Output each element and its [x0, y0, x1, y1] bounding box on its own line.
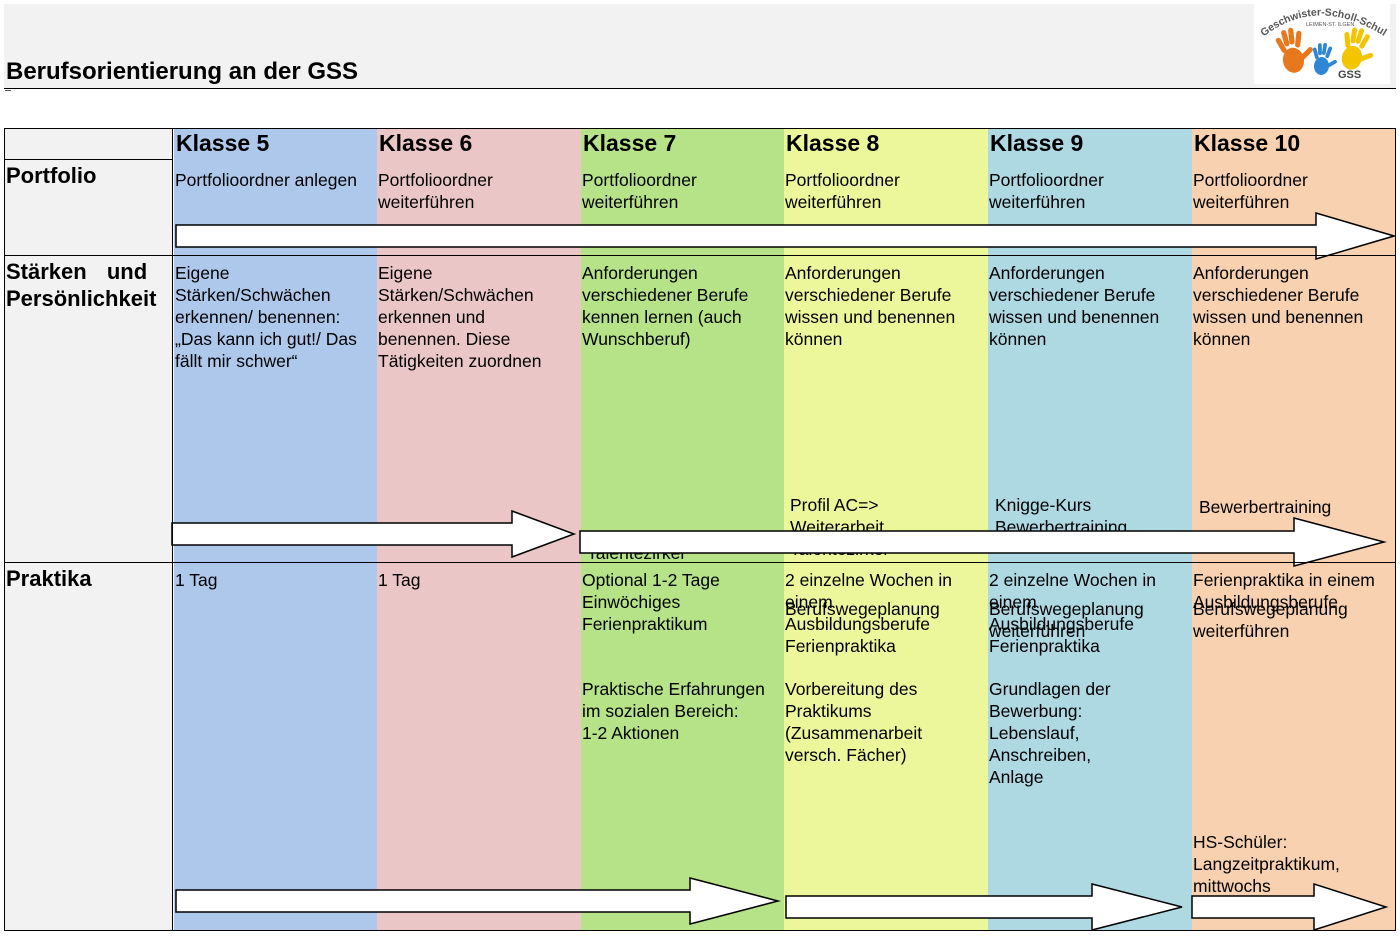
table-row-divider	[4, 930, 1396, 931]
praktika-arrow-10	[1191, 882, 1389, 931]
cell-portfolio-klasse-8: Portfolioordner weiterführen	[785, 170, 900, 212]
blue-hand-icon	[1312, 42, 1337, 75]
column-8-background	[784, 128, 988, 931]
row-label-staerken: Stärken und Persönlichkeit	[6, 259, 157, 311]
table-column-divider	[172, 128, 173, 931]
hand-yellow-finger-3	[1355, 28, 1365, 44]
row-label-portfolio: Portfolio	[6, 163, 97, 188]
hand-blue-finger-4	[1325, 46, 1333, 59]
cell-portfolio-klasse-9: Portfolioordner weiterführen	[989, 170, 1104, 212]
logo-short-text: GSS	[1338, 69, 1361, 81]
row-label-praktika: Praktika	[6, 566, 92, 591]
cell-staerken-klasse-9: Anforderungen verschiedener Berufe wisse…	[989, 263, 1160, 349]
cell-staerken-klasse-7: Anforderungen verschiedener Berufe kenne…	[582, 263, 749, 349]
hand-yellow-finger-1	[1344, 31, 1351, 48]
table-row-divider	[4, 562, 1396, 563]
cell-staerken-klasse-5: Eigene Stärken/Schwächen erkennen/ benen…	[175, 263, 357, 371]
column-header-klasse-10: Klasse 10	[1194, 130, 1301, 156]
hand-orange-finger-4	[1295, 30, 1302, 48]
cell-praktika-klasse-8-block-2: Vorbereitung des Praktikums (Zusammenarb…	[785, 679, 923, 765]
school-logo-graphic: Geschwister-Scholl-Schule LEIMEN-ST. ILG…	[1251, 0, 1389, 81]
hand-orange-finger-3	[1288, 27, 1295, 45]
career-orientation-table: Portfolio Stärken und Persönlichkeit Pra…	[4, 128, 1396, 931]
logo-arc-text: Geschwister-Scholl-Schule	[1254, 2, 1389, 39]
cell-staerken-klasse-6: Eigene Stärken/Schwächen erkennen und be…	[378, 263, 542, 371]
hand-orange-palm	[1282, 47, 1305, 73]
portfolio-arrow	[175, 211, 1396, 261]
cell-praktika-klasse-5: 1 Tag	[175, 570, 218, 590]
cell-praktika-klasse-9-block-2: Grundlagen der Bewerbung: Lebenslauf, An…	[989, 679, 1111, 787]
hand-yellow-palm	[1341, 45, 1363, 70]
table-row-divider	[4, 128, 1396, 129]
column-7-background	[581, 128, 784, 931]
column-header-klasse-6: Klasse 6	[379, 130, 473, 156]
hand-orange-finger-2	[1281, 30, 1290, 47]
cell-praktika-klasse-7-block-2: Praktische Erfahrungen im sozialen Berei…	[582, 679, 765, 743]
cell-portfolio-klasse-7: Portfolioordner weiterführen	[582, 170, 697, 212]
header-band	[4, 4, 1396, 88]
yellow-hand-icon	[1341, 27, 1374, 70]
cell-praktika-klasse-10-block-2: HS-Schüler: Langzeitpraktikum, mittwochs	[1193, 832, 1340, 896]
table-column-divider	[1395, 128, 1396, 931]
logo-sub-text: LEIMEN-ST. ILGEN	[1306, 22, 1354, 28]
cell-staerken-klasse-10: Anforderungen verschiedener Berufe wisse…	[1193, 263, 1364, 349]
cell-praktika-klasse-8: 2 einzelne Wochen in einem Ausbildungsbe…	[785, 570, 953, 656]
cell-staerken-klasse-8-block-3: Berufswegeplanung	[785, 599, 940, 619]
hand-yellow-finger-4	[1359, 34, 1370, 49]
hand-yellow-finger-2	[1350, 27, 1358, 44]
hand-blue-finger-1	[1312, 47, 1319, 60]
orange-hand-icon	[1275, 27, 1313, 73]
hand-orange-finger-5	[1299, 47, 1313, 61]
hand-blue-finger-3	[1321, 42, 1327, 55]
page-title: Berufsorientierung an der GSS	[6, 58, 359, 85]
hand-orange-finger-1	[1275, 37, 1287, 53]
column-header-klasse-7: Klasse 7	[583, 130, 677, 156]
column-header-klasse-9: Klasse 9	[990, 130, 1084, 156]
cell-staerken-klasse-10-block-2: Bewerbertraining	[1199, 497, 1332, 517]
praktika-arrow-5-7	[175, 877, 781, 925]
cell-staerken-klasse-8: Anforderungen verschiedener Berufe wisse…	[785, 263, 956, 349]
cell-portfolio-klasse-6: Portfolioordner weiterführen	[378, 170, 493, 212]
hand-blue-finger-2	[1317, 43, 1322, 56]
hand-blue-finger-5	[1326, 59, 1337, 68]
cell-praktika-klasse-10: Ferienpraktika in einem Ausbildungsberuf…	[1193, 570, 1375, 612]
praktika-arrow-8-9	[785, 883, 1183, 931]
column-9-background	[988, 128, 1192, 931]
hand-blue-palm	[1313, 56, 1329, 75]
cell-praktika-klasse-9: 2 einzelne Wochen in einem Ausbildungsbe…	[989, 570, 1157, 656]
table-row-divider	[4, 159, 172, 160]
title-divider	[4, 88, 1396, 89]
logo-arc-path-text: Geschwister-Scholl-Schule	[1251, 0, 1389, 39]
staerken-arrow-5-6	[171, 509, 577, 559]
table-column-divider	[4, 128, 5, 931]
hand-yellow-finger-5	[1357, 52, 1374, 62]
staerken-arrow-7-10	[579, 517, 1387, 567]
column-header-klasse-8: Klasse 8	[786, 130, 880, 156]
column-header-klasse-5: Klasse 5	[176, 130, 270, 156]
school-logo: Geschwister-Scholl-Schule LEIMEN-ST. ILG…	[1251, 0, 1390, 84]
cell-portfolio-klasse-10: Portfolioordner weiterführen	[1193, 170, 1308, 212]
cell-staerken-klasse-10-block-3: Berufswegeplanung weiterführen	[1193, 599, 1348, 641]
cell-staerken-klasse-9-block-3: Berufswegeplanung weiterführen	[989, 599, 1144, 641]
row-label-column	[4, 128, 172, 931]
cell-praktika-klasse-7: Optional 1-2 Tage Einwöchiges Ferienprak…	[582, 570, 720, 634]
progression-arrows	[171, 211, 1396, 931]
divider-mark	[5, 90, 11, 91]
cell-praktika-klasse-6: 1 Tag	[378, 570, 421, 590]
table-row-divider	[4, 255, 1396, 256]
cell-portfolio-klasse-5: Portfolioordner anlegen	[175, 170, 357, 190]
